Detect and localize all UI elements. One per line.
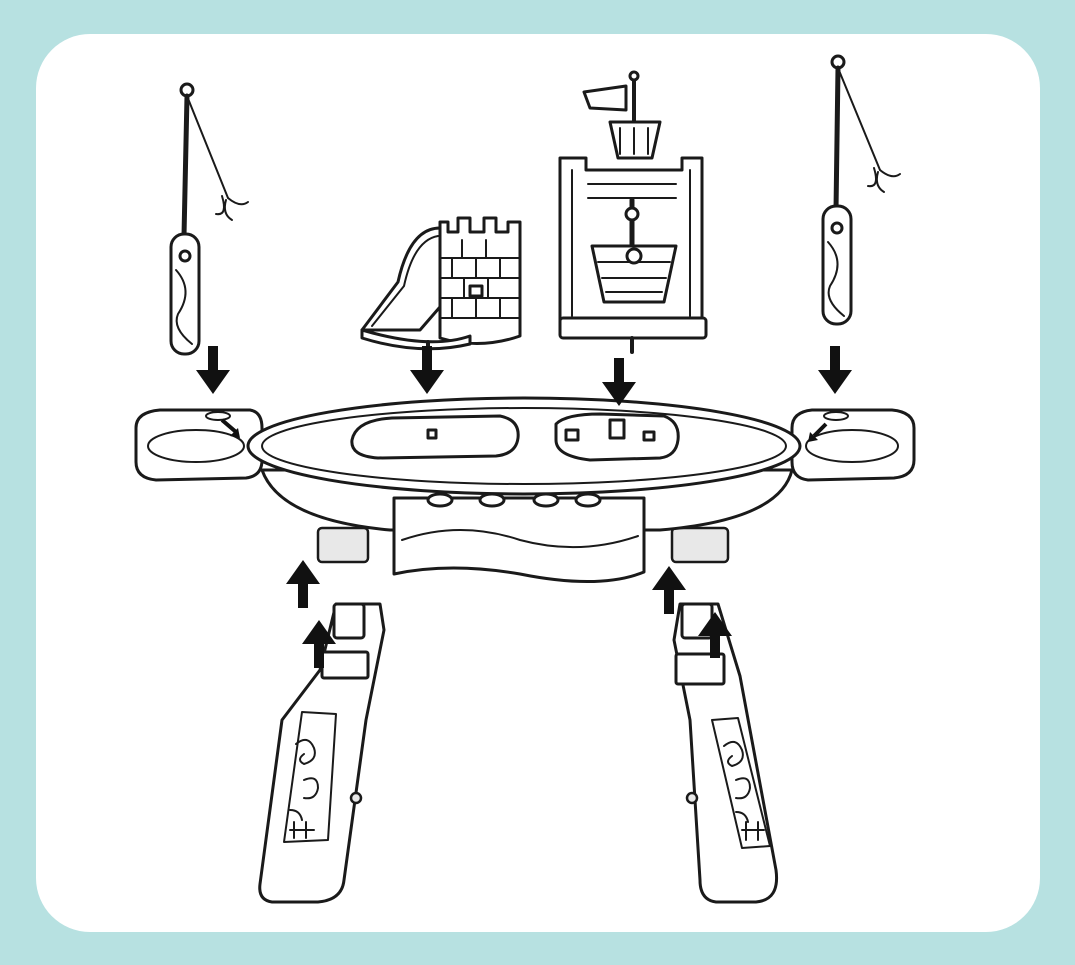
castle-tower-with-slide [360,216,522,356]
arrow-down-tower [410,346,444,394]
arrow-cup-left [220,418,240,438]
side-cup-left [134,408,264,482]
arrow-up-leg-right-outer [652,566,686,614]
side-cup-right [790,408,916,482]
arrow-down-rod-right [818,346,852,394]
arrow-down-gate [602,358,636,406]
fishing-rod-right [821,54,901,326]
castle-gate-with-bucket [558,70,708,354]
arrow-cup-right [808,422,828,442]
activity-tray [246,396,802,583]
arrow-down-rod-left [196,346,230,394]
leg-right [672,602,779,904]
arrow-up-leg-right-inner [698,612,732,658]
fishing-rod-left [169,82,249,356]
arrow-up-leg-left-outer [286,560,320,608]
leg-left [258,602,386,904]
arrow-up-leg-left-inner [302,620,336,668]
